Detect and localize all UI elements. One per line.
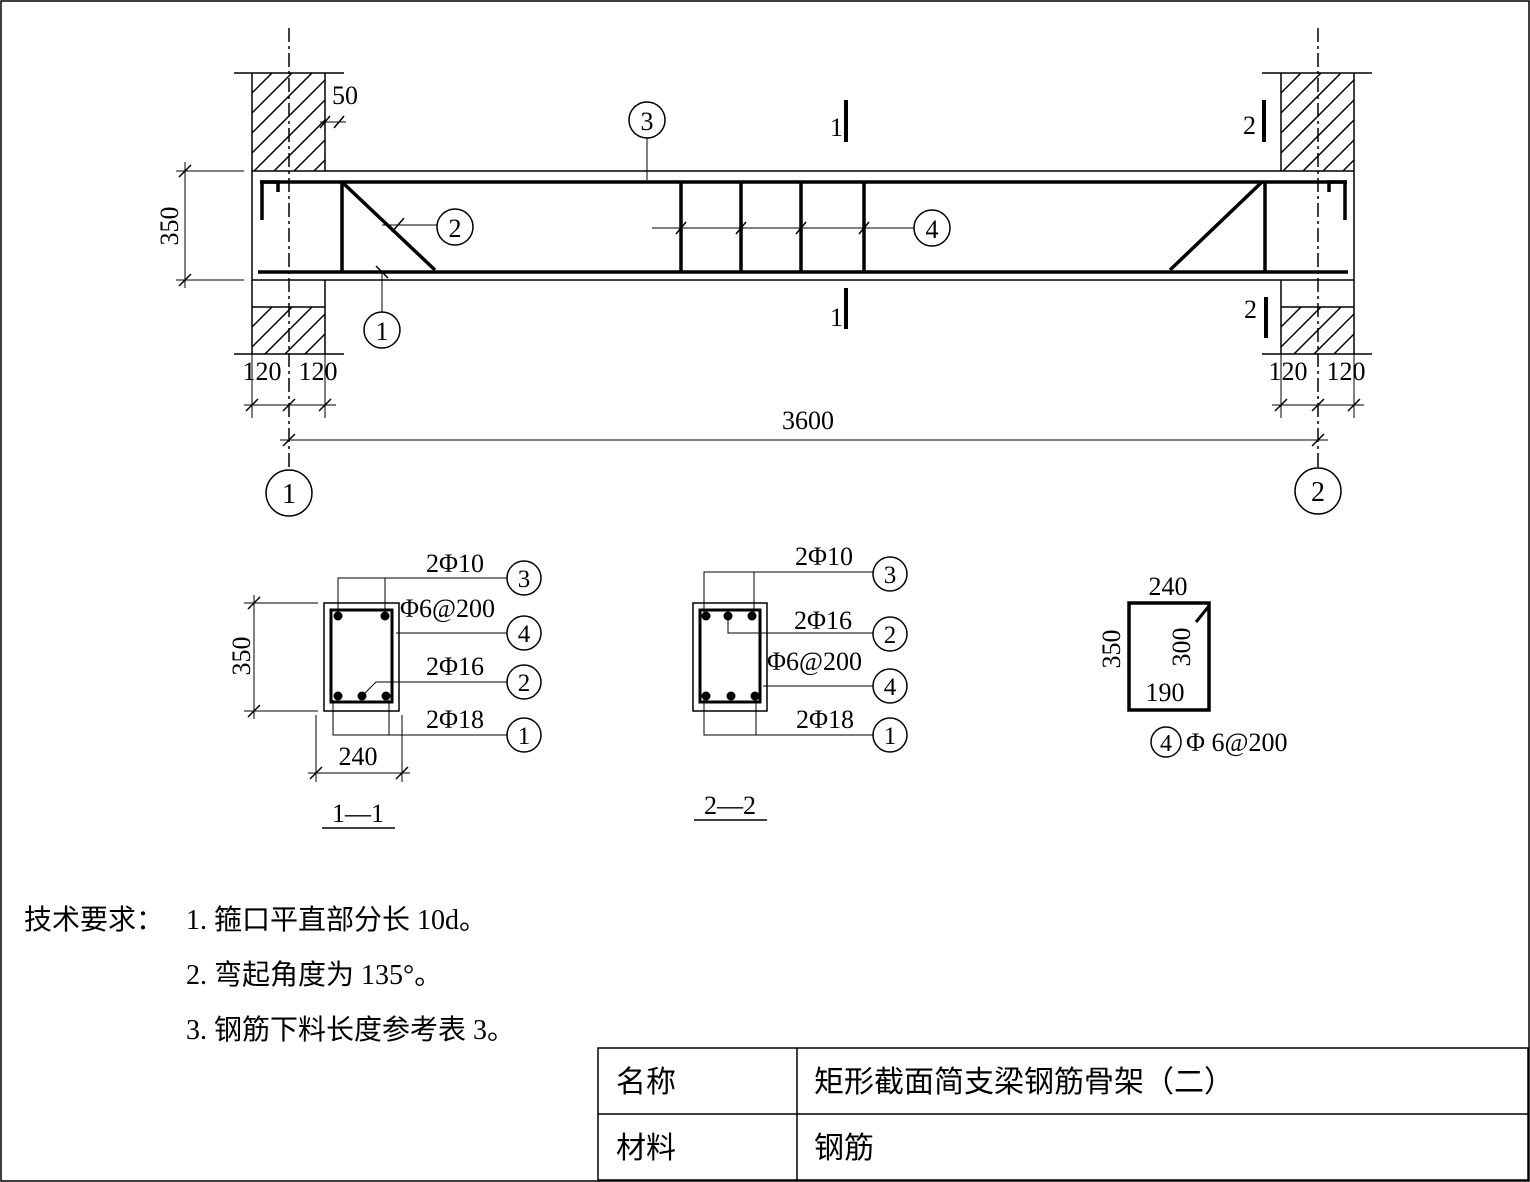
sec1-top-mark: 3 [518,566,531,593]
top-bar-hook-right [1327,180,1347,220]
section-1-top-label: 1 [830,113,843,142]
beam-elevation: 4 2 3 1 1 1 2 2 350 50 [155,28,1372,517]
sec1-height-dim: 350 [227,637,256,676]
sec1-bottom-bars: 2Φ18 [426,705,484,734]
stirrup-inner-width: 190 [1146,678,1185,707]
sec1-width-dim: 240 [339,742,378,771]
requirement-item-1: 1. 箍口平直部分长 10d。 [186,904,487,936]
right-wall [1262,72,1372,355]
section-1-1: 2Φ10 3 Φ6@200 4 2Φ16 2 2Φ18 1 350 240 1—… [227,549,542,829]
stirrups-elevation [340,182,1267,272]
elevation-height-dim: 350 [155,207,184,246]
sec1-bottom-mark: 1 [518,723,531,750]
top-bar-hook-left [260,180,280,220]
wall-right-dim-a: 120 [1269,357,1308,386]
technical-requirements: 技术要求： 1. 箍口平直部分长 10d。 2. 弯起角度为 135°。 3. … [24,904,515,1046]
axis-label-right: 2 [1311,477,1325,508]
title-name-label: 名称 [616,1066,676,1099]
mark-bottom-bar-elevation: 1 [376,317,389,346]
mark-stirrup-elevation: 4 [926,215,939,244]
sec2-bent-mark: 2 [884,622,897,649]
axis-label-left: 1 [282,479,296,510]
bent-bar-left [340,180,437,272]
wall-left-dim-b: 120 [299,357,338,386]
sec1-stirrup-mark: 4 [518,621,531,648]
sec2-top-bars: 2Φ10 [795,542,853,571]
section-1-bottom-label: 1 [830,303,843,332]
sec2-top-mark: 3 [884,562,897,589]
title-block: 名称 矩形截面简支梁钢筋骨架（二） 材料 钢筋 [597,1047,1529,1181]
requirement-item-2: 2. 弯起角度为 135°。 [186,959,442,991]
stirrup-outer-width: 240 [1149,572,1188,601]
span-dim: 3600 [782,406,834,435]
title-name-value: 矩形截面简支梁钢筋骨架（二） [814,1066,1234,1099]
section-2-2: 2Φ10 3 2Φ16 2 Φ6@200 4 2Φ18 1 2—2 [692,542,908,821]
wall-left-dim-a: 120 [243,357,282,386]
sec2-bottom-bars: 2Φ18 [796,705,854,734]
title-material-value: 钢筋 [814,1132,874,1165]
stirrup-detail: 240 350 300 190 4 Φ 6@200 [1097,572,1287,758]
bent-bar-right [1168,180,1264,272]
requirements-heading: 技术要求： [24,904,164,936]
wall-right-dim-b: 120 [1327,357,1366,386]
section-2-bottom-label: 2 [1244,295,1257,324]
sec1-top-bars: 2Φ10 [426,549,484,578]
mark-top-bar-elevation: 3 [641,107,654,136]
requirement-item-3: 3. 钢筋下料长度参考表 3。 [186,1014,515,1046]
sec1-stirrup: Φ6@200 [400,594,495,623]
sec1-bent-mark: 2 [518,670,531,697]
beam-outline [251,170,1355,281]
sec2-stirrup: Φ6@200 [767,647,862,676]
mark-bent-bar-elevation: 2 [449,214,462,243]
sec2-bottom-mark: 1 [884,723,897,750]
stirrup-detail-mark: 4 [1160,731,1172,757]
stirrup-inner-height: 300 [1167,628,1196,667]
sec2-title: 2—2 [704,791,756,820]
sec1-bent-bars: 2Φ16 [426,652,484,681]
sec1-title: 1—1 [332,799,384,828]
sec2-stirrup-mark: 4 [884,674,897,701]
cover-dim: 50 [332,81,358,110]
stirrup-outer-height: 350 [1097,630,1126,669]
stirrup-detail-spec: Φ 6@200 [1186,728,1287,757]
title-material-label: 材料 [616,1132,676,1165]
sec2-bent-bars: 2Φ16 [794,606,852,635]
section-2-top-label: 2 [1243,111,1256,140]
